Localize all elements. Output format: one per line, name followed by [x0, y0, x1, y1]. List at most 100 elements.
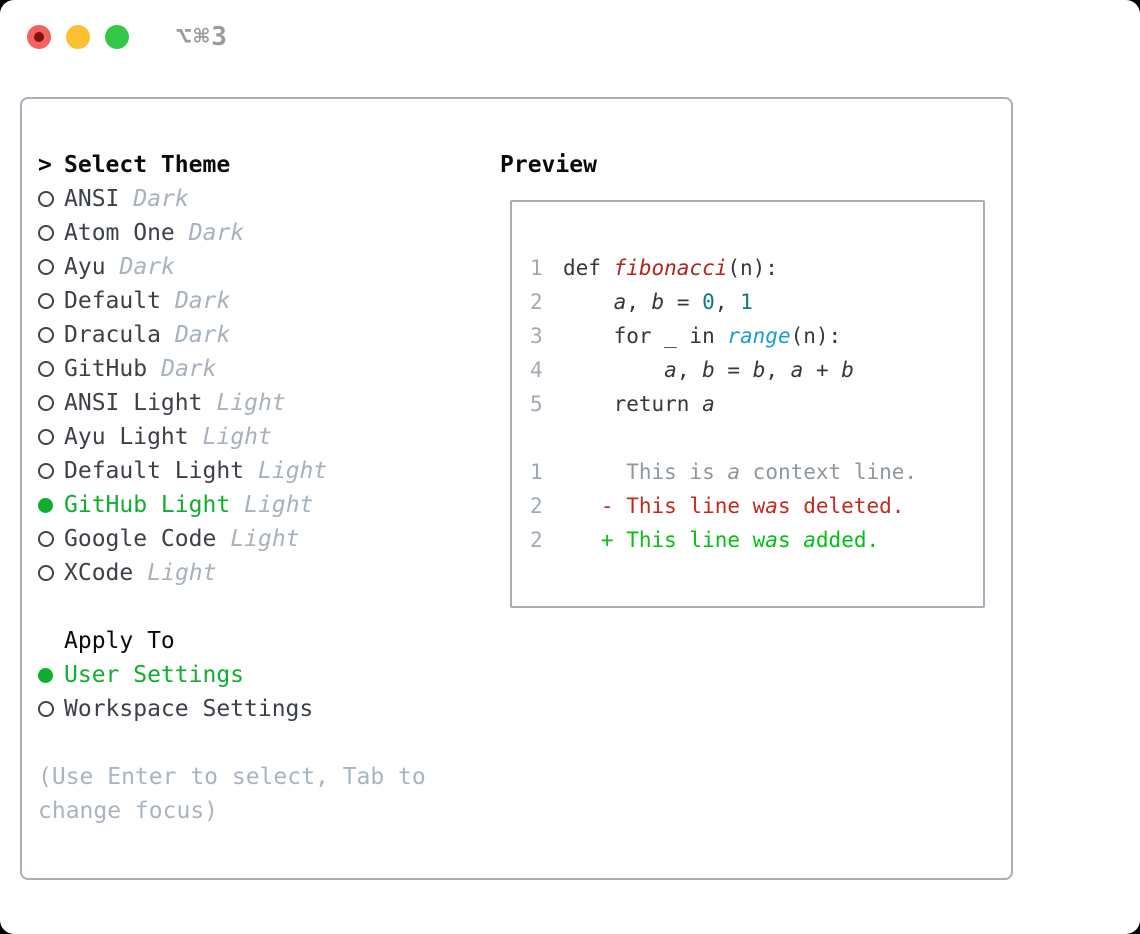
theme-name: ANSI Light: [64, 390, 203, 416]
hint-line: (Use Enter to select, Tab to: [38, 764, 426, 790]
code-line: [530, 421, 983, 455]
theme-option[interactable]: ANSI Dark: [38, 182, 327, 216]
marker-cell: [38, 701, 64, 717]
marker-cell: [38, 327, 64, 343]
theme-option[interactable]: Ayu Dark: [38, 250, 327, 284]
theme-name: ANSI: [64, 186, 120, 212]
theme-picker-panel: [20, 97, 1013, 880]
marker-cell: [38, 361, 64, 377]
theme-option[interactable]: Atom One Dark: [38, 216, 327, 250]
code-text: a, b = 0, 1: [613, 290, 753, 314]
code-text: - This line was deleted.: [563, 494, 905, 518]
theme-variant: Dark: [133, 186, 189, 212]
marker-cell: [38, 531, 64, 547]
radio-icon: [38, 191, 54, 207]
theme-variant: Light: [216, 390, 286, 416]
code-line: 2 + This line was added.: [530, 523, 983, 557]
theme-name: Default: [64, 288, 161, 314]
code-line: 4 a, b = b, a + b: [530, 353, 983, 387]
theme-option[interactable]: Default Dark: [38, 284, 327, 318]
line-number: 2: [530, 290, 543, 314]
code-text: a, b = b, a + b: [664, 358, 854, 382]
theme-variant: Dark: [174, 288, 231, 314]
apply-to-option-label: Workspace Settings: [64, 696, 314, 722]
code-line: 1 This is a context line.: [530, 455, 983, 489]
theme-name: Atom One: [64, 220, 175, 246]
marker-cell: [38, 497, 64, 513]
marker-cell: [38, 463, 64, 479]
theme-name: Google Code: [64, 526, 217, 552]
close-button[interactable]: [27, 25, 51, 49]
minimize-button[interactable]: [66, 25, 90, 49]
apply-to-header: Apply To: [38, 624, 313, 658]
preview-title: Preview: [500, 152, 597, 178]
window-shortcut-label: ⌥⌘3: [176, 22, 229, 52]
theme-option[interactable]: Dracula Dark: [38, 318, 327, 352]
line-number: 4: [530, 358, 543, 382]
code-text: This is a context line.: [563, 460, 918, 484]
theme-option[interactable]: GitHub Dark: [38, 352, 327, 386]
theme-name: GitHub: [64, 356, 148, 382]
line-number: 1: [530, 256, 543, 280]
apply-to-option-label: User Settings: [64, 662, 245, 688]
code-line: 2 - This line was deleted.: [530, 489, 983, 523]
code-line: 1 def fibonacci(n):: [530, 251, 983, 285]
theme-name: Dracula: [64, 322, 161, 348]
theme-variant: Dark: [188, 220, 245, 246]
line-number: 1: [530, 460, 543, 484]
theme-name: GitHub Light: [64, 492, 231, 518]
theme-variant: Light: [147, 560, 217, 586]
line-number: 2: [530, 494, 543, 518]
radio-selected-icon: [38, 497, 53, 513]
close-button-dot-icon: [34, 32, 44, 42]
code-text: def fibonacci(n):: [563, 256, 778, 280]
marker-cell: [38, 293, 64, 309]
line-number: 2: [530, 528, 543, 552]
code-line: 5 return a: [530, 387, 983, 421]
radio-icon: [38, 395, 54, 411]
focus-chevron-icon: >: [38, 152, 52, 178]
radio-icon: [38, 327, 54, 343]
radio-icon: [38, 463, 54, 479]
theme-variant: Dark: [174, 322, 231, 348]
radio-icon: [38, 259, 54, 275]
theme-variant: Dark: [119, 254, 175, 280]
theme-option[interactable]: ANSI Light Light: [38, 386, 327, 420]
apply-to-option[interactable]: Workspace Settings: [38, 692, 313, 726]
marker-cell: [38, 395, 64, 411]
code-text: return a: [563, 392, 715, 416]
apply-to-option[interactable]: User Settings: [38, 658, 313, 692]
radio-icon: [38, 701, 54, 717]
theme-variant: Dark: [161, 356, 217, 382]
theme-option[interactable]: XCode Light: [38, 556, 327, 590]
marker-cell: [38, 565, 64, 581]
marker-cell: [38, 667, 64, 683]
marker-cell: [38, 259, 64, 275]
marker-cell: [38, 191, 64, 207]
theme-variant: Light: [244, 492, 314, 518]
radio-icon: [38, 225, 54, 241]
theme-name: XCode: [64, 560, 134, 586]
theme-list-header: > Select Theme: [38, 148, 327, 182]
code-text: for _ in range(n):: [563, 324, 842, 348]
theme-variant: Light: [258, 458, 328, 484]
theme-option[interactable]: GitHub Light Light: [38, 488, 327, 522]
theme-option[interactable]: Default Light Light: [38, 454, 327, 488]
radio-icon: [38, 361, 54, 377]
radio-icon: [38, 293, 54, 309]
theme-name: Ayu: [64, 254, 106, 280]
marker-cell: >: [38, 152, 64, 178]
theme-name: Default Light: [64, 458, 245, 484]
theme-list-title: Select Theme: [64, 152, 231, 178]
radio-icon: [38, 429, 54, 445]
window-titlebar: ⌥⌘3: [27, 22, 229, 52]
code-text: + This line was added.: [563, 528, 880, 552]
zoom-button[interactable]: [105, 25, 129, 49]
